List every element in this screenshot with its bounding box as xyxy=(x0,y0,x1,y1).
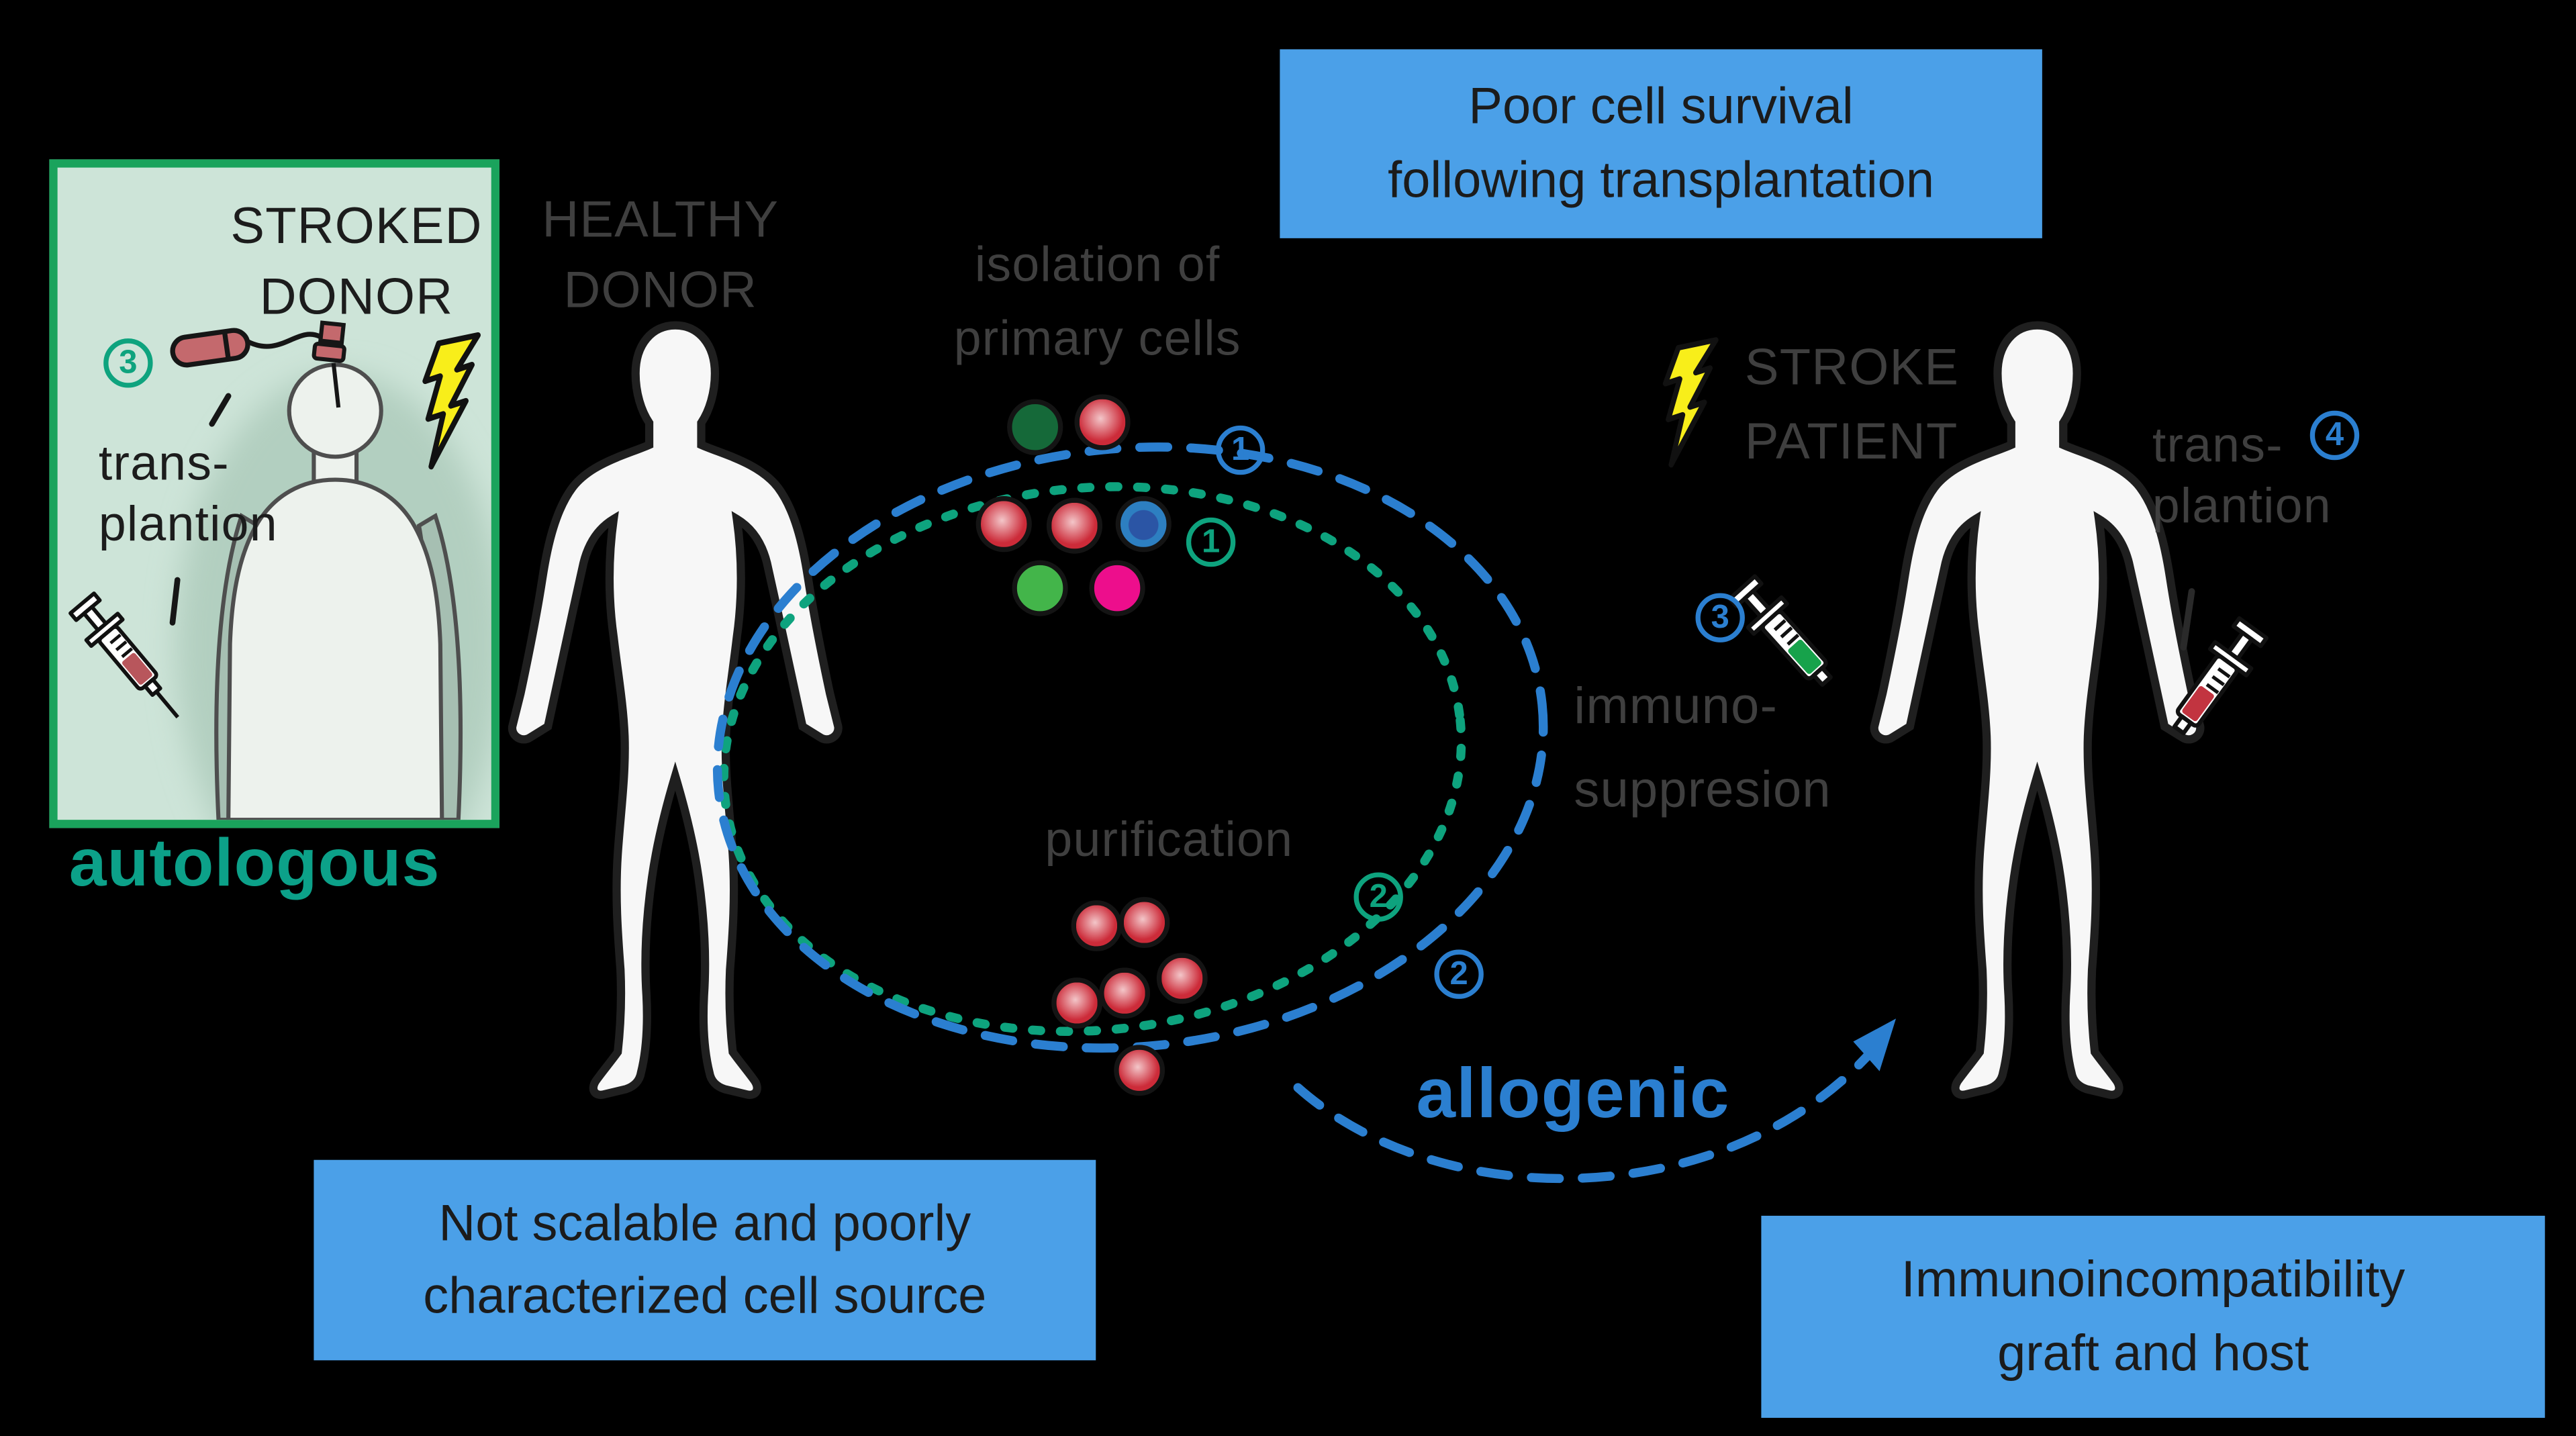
primary-cell xyxy=(975,496,1032,553)
immunosuppression-label: immuno- suppresion xyxy=(1574,677,1831,819)
allogenic-caption: allogenic xyxy=(1416,1055,1730,1134)
purified-cell xyxy=(1156,953,1208,1004)
step-badge-4-transplant: 4 xyxy=(2309,410,2360,461)
purified-cell xyxy=(1051,977,1103,1028)
primary-cell xyxy=(1115,496,1172,553)
syringe-pointer-line xyxy=(169,577,181,626)
donor-lightning-bolt-icon xyxy=(422,332,481,470)
callout-immunoincompatibility: Immunoincompatibility graft and host xyxy=(1761,1215,2545,1418)
left-transplantation-label: trans- plantion xyxy=(98,436,278,552)
purified-cell xyxy=(1071,900,1123,951)
step-badge-3-immuno: 3 xyxy=(1695,593,1745,642)
step-badge-3-autologous: 3 xyxy=(103,338,153,388)
vial-pointer-line xyxy=(209,393,232,427)
autologous-syringe-icon xyxy=(68,591,180,719)
allogenic-arrowhead xyxy=(1853,1018,1897,1071)
blood-tube xyxy=(246,332,322,349)
step-badge-2-teal: 2 xyxy=(1353,872,1403,922)
step-badge-2-blue: 2 xyxy=(1434,949,1484,999)
right-transplantation-label: trans- plantion xyxy=(2152,419,2332,534)
stroked-donor-graphics xyxy=(68,320,491,820)
healthy-donor-label: HEALTHY DONOR xyxy=(542,190,779,320)
primary-cell xyxy=(1046,497,1103,554)
blood-vial-icon xyxy=(170,328,250,368)
primary-cell xyxy=(1012,560,1068,616)
stroked-donor-title: STROKED DONOR xyxy=(230,197,483,325)
step-badge-1-blue: 1 xyxy=(1215,425,1266,475)
purified-cell xyxy=(1099,967,1151,1019)
purified-cell xyxy=(1114,1045,1165,1096)
patient-lightning-bolt-icon xyxy=(1666,340,1716,465)
callout-not-scalable: Not scalable and poorly characterized ce… xyxy=(314,1159,1096,1361)
purified-cell xyxy=(1118,897,1170,949)
autologous-caption: autologous xyxy=(68,824,440,901)
purification-label: purification xyxy=(1045,813,1294,868)
healthy-donor-figure xyxy=(512,326,839,1095)
scalp-needle xyxy=(331,363,341,408)
stroke-patient-label: STROKE PATIENT xyxy=(1744,338,1960,470)
callout-poor-survival: Poor cell survival following transplanta… xyxy=(1280,49,2042,238)
primary-cell xyxy=(1074,394,1131,450)
primary-cell xyxy=(1089,560,1145,616)
autologous-loop-dashed xyxy=(719,482,1466,1037)
scalp-port xyxy=(312,320,346,363)
right-pointer-line xyxy=(2180,588,2195,651)
stroked-donor-panel: STROKED DONOR trans- plantion 3 xyxy=(49,159,499,828)
isolation-label: isolation of primary cells xyxy=(953,238,1241,367)
allogenic-loop-dashed xyxy=(712,442,1548,1053)
donor-torso xyxy=(226,477,444,820)
allogenic-tail-dashed xyxy=(1293,1033,1888,1184)
primary-cell xyxy=(1007,399,1063,455)
step-badge-1-teal: 1 xyxy=(1186,517,1236,567)
